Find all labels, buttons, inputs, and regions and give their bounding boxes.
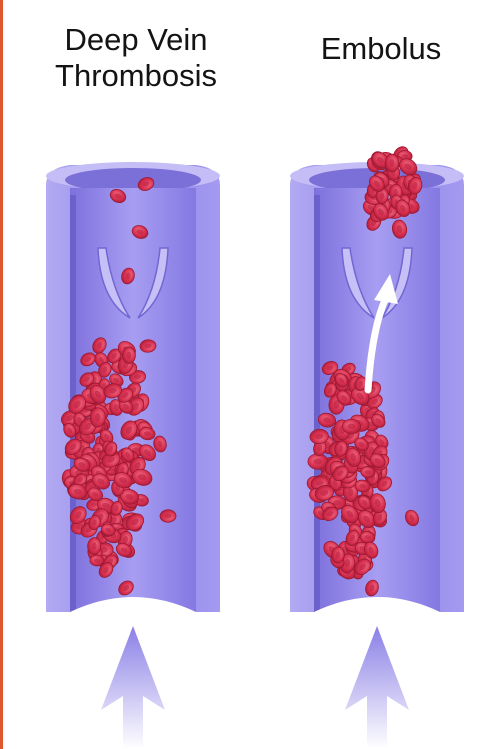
red-blood-cell xyxy=(385,154,399,172)
red-blood-cell xyxy=(123,347,136,363)
red-blood-cell xyxy=(160,509,176,522)
red-blood-cell xyxy=(342,419,361,434)
red-blood-cell xyxy=(87,537,101,554)
blood-flow-arrow-icon xyxy=(345,626,409,749)
blood-flow-arrow-icon xyxy=(101,626,165,749)
